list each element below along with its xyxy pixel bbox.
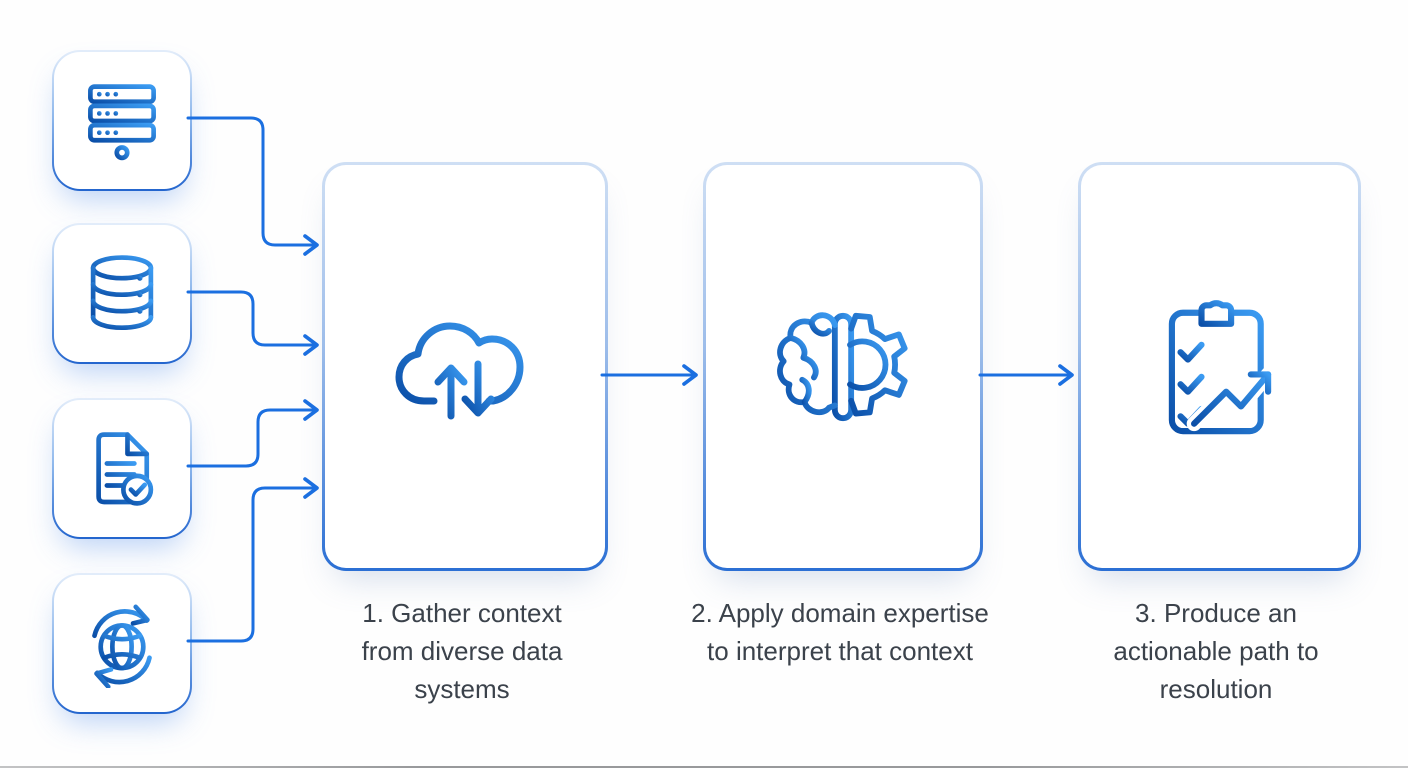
source-tile-database (52, 223, 192, 364)
document-check-icon (96, 431, 154, 506)
source-tile-document (52, 398, 192, 539)
step-card-interpret (703, 162, 983, 571)
step-caption-1: 1. Gather context from diverse data syst… (361, 598, 563, 704)
source-tile-web (52, 573, 192, 714)
image-bottom-edge (0, 766, 1408, 768)
server-rack-icon (88, 83, 156, 160)
cloud-transfer-icon (395, 322, 524, 419)
step-card-resolve (1078, 162, 1361, 571)
step-caption-3: 3. Produce an actionable path to resolut… (1113, 598, 1319, 704)
step-card-gather (322, 162, 608, 571)
brain-gear-icon (777, 311, 908, 421)
globe-sync-icon (92, 604, 152, 688)
database-icon (90, 254, 154, 330)
step-caption-2: 2. Apply domain expertise to interpret t… (691, 598, 989, 666)
source-tile-server (52, 50, 192, 191)
clipboard-chart-icon (1168, 299, 1276, 434)
